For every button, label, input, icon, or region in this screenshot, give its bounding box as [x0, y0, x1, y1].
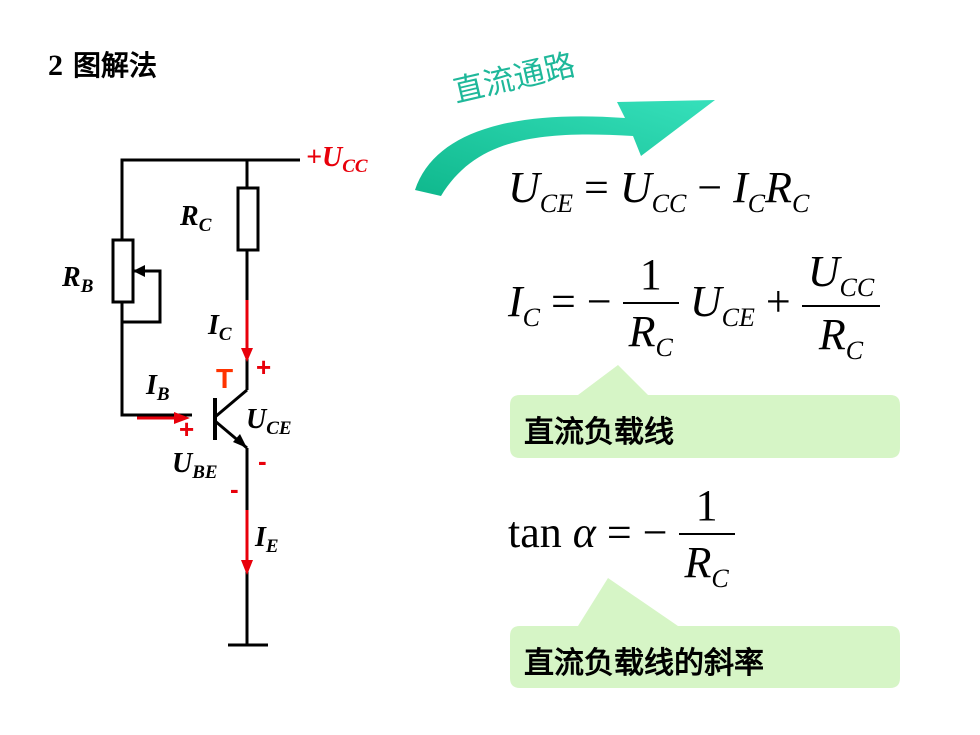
circuit-diagram	[111, 158, 300, 647]
uce-label: UCE	[246, 404, 292, 439]
transistor-collector	[214, 388, 248, 419]
callout-load-line-shape	[510, 365, 900, 458]
ic-arrow-head	[241, 348, 253, 362]
supply-label: +UCC	[306, 142, 368, 177]
rb-resistor	[111, 238, 135, 304]
callout-load-line: 直流负载线	[524, 415, 674, 450]
emitter-arrowhead	[233, 434, 247, 448]
equation-ic: IC = − 1 RC UCE + UCC RC	[508, 246, 881, 366]
section-title: 图解法	[73, 49, 158, 82]
equation-tan-alpha: tan α = − 1 RC	[508, 480, 735, 594]
ie-label: IE	[255, 522, 279, 557]
equation-uce: UCE = UCC − ICRC	[508, 163, 810, 218]
fraction-1-over-rc: 1 RC	[622, 249, 679, 363]
rb-base-wire	[120, 302, 192, 417]
ib-arrow-head	[174, 412, 190, 424]
rc-label: RC	[180, 201, 212, 236]
section-number: 2	[48, 49, 63, 82]
ie-arrow-head	[241, 560, 253, 575]
uce-plus-sign: +	[256, 352, 272, 382]
fraction-ucc-over-rc: UCC RC	[801, 246, 881, 366]
ic-label: IC	[208, 310, 232, 345]
top-rail-wire	[120, 158, 300, 240]
ube-minus-sign: -	[230, 474, 239, 504]
ube-label: UBE	[172, 448, 218, 483]
callout-slope-shape	[510, 578, 900, 688]
ib-label: IB	[146, 370, 170, 405]
callout-slope: 直流负载线的斜率	[524, 646, 764, 681]
rc-resistor	[236, 186, 260, 252]
rb-label: RB	[62, 262, 94, 297]
transistor-label: T	[216, 363, 234, 394]
rb-wiper-wire	[122, 269, 162, 324]
ube-plus-sign: +	[179, 414, 195, 444]
fraction-slope: 1 RC	[678, 480, 735, 594]
curved-arrow-shape	[415, 100, 715, 196]
slide-title: 2 图解法	[48, 44, 157, 84]
wiper-arrowhead	[133, 265, 145, 277]
uce-minus-sign: -	[258, 446, 267, 476]
dc-path-arrow	[415, 100, 715, 196]
